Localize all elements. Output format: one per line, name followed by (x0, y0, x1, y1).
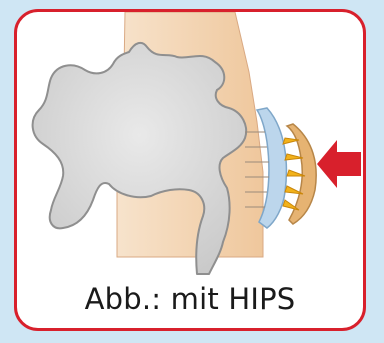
impact-arrow (317, 140, 361, 188)
illustration-card: Abb.: mit HIPS (14, 9, 366, 331)
caption: Abb.: mit HIPS (17, 282, 363, 316)
hip-protector-diagram (17, 12, 363, 328)
